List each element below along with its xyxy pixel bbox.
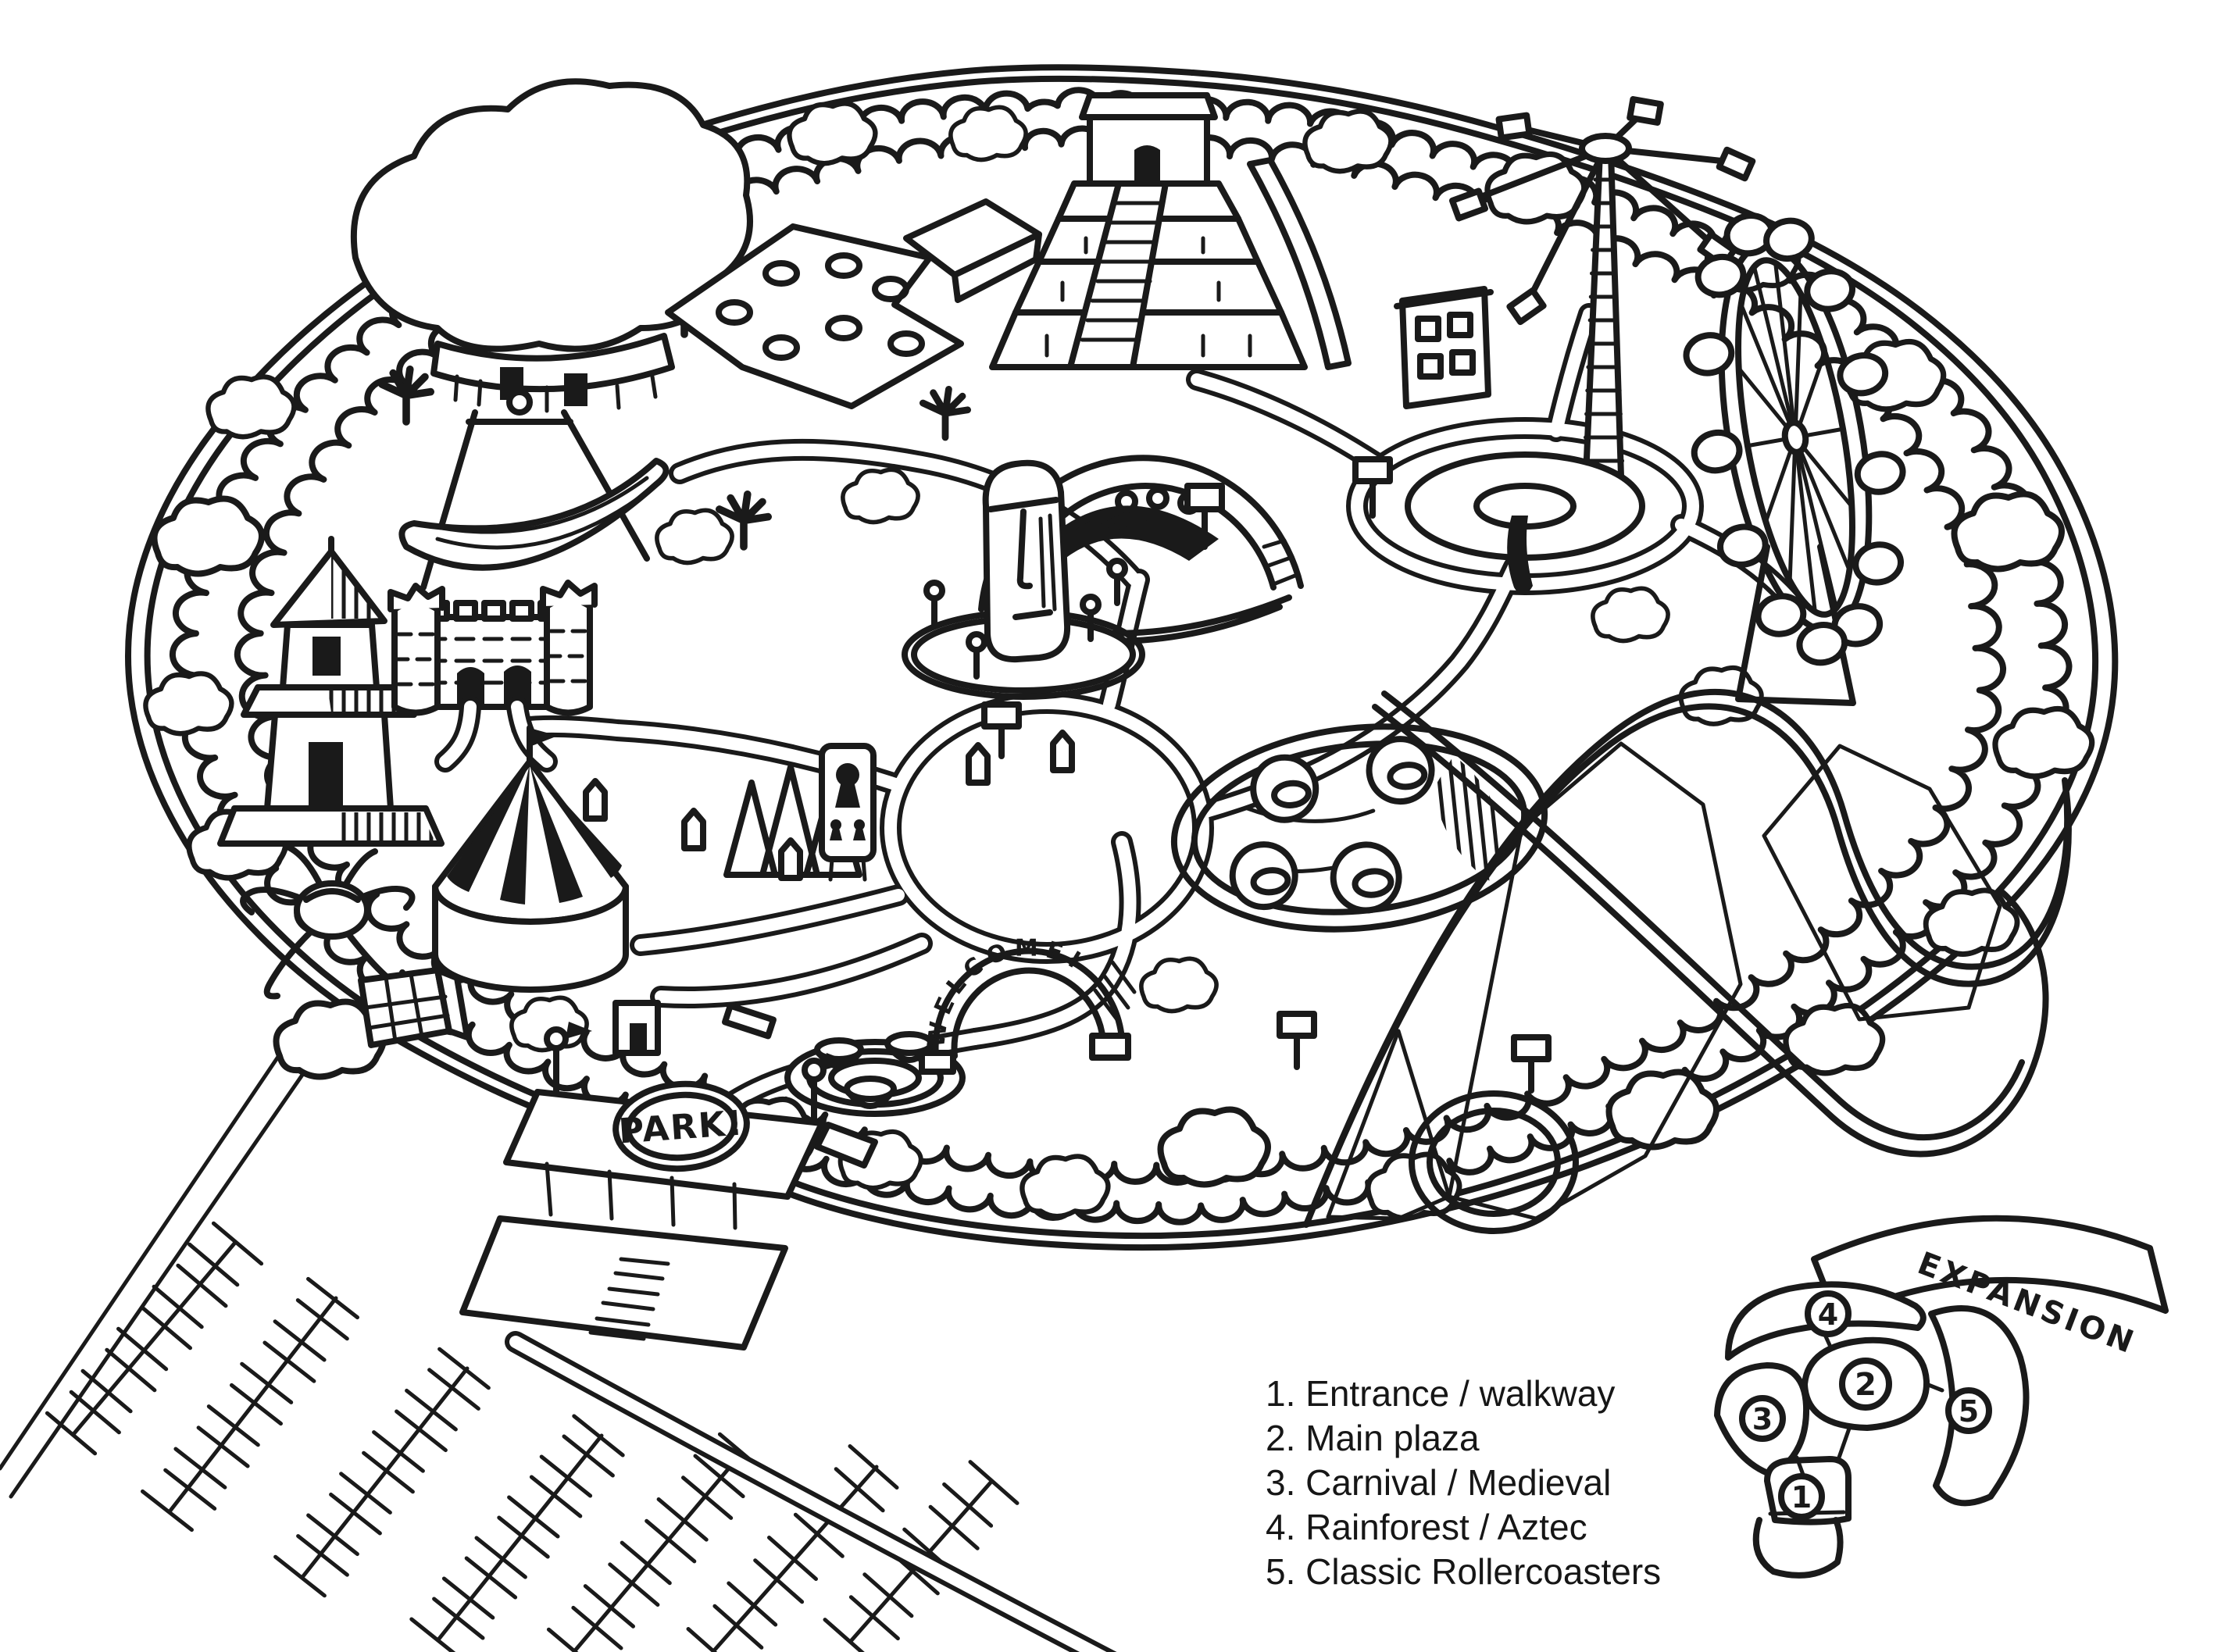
flag-lamppost — [544, 1022, 852, 1126]
castle — [387, 580, 598, 772]
inset-zone-2-number: 2 — [1855, 1367, 1877, 1403]
path-obelisks — [583, 730, 1075, 881]
fountain-plaza — [1405, 451, 1645, 595]
brick-plaza — [459, 1215, 788, 1351]
legend-item-4: 4. Rainforest / Aztec — [1266, 1507, 1587, 1547]
walkway-ties — [588, 1257, 670, 1341]
info-sign — [819, 743, 877, 882]
direction-signs — [981, 456, 1552, 1094]
ferris-wheel — [1683, 212, 1906, 706]
legend: 1. Entrance / walkway 2. Main plaza 3. C… — [1266, 1373, 1661, 1592]
inset-overview-map: EXPANSION 4 2 3 5 1 — [1714, 1215, 2169, 1579]
guest-house — [1394, 286, 1494, 409]
legend-item-1: 1. Entrance / walkway — [1266, 1373, 1615, 1414]
aztec-pyramid — [989, 92, 1352, 370]
legend-item-2: 2. Main plaza — [1266, 1418, 1480, 1458]
legend-item-5: 5. Classic Rollercoasters — [1266, 1551, 1661, 1592]
expansion-banner — [1811, 1215, 2169, 1322]
parking-lot — [0, 1047, 1116, 1652]
inset-zone-4-number: 4 — [1818, 1297, 1838, 1332]
moai-statue — [902, 459, 1145, 700]
ticket-booth — [612, 1000, 777, 1056]
waterfall — [1507, 516, 1533, 595]
access-road-edge — [9, 1065, 310, 1499]
inset-zone-1-number: 1 — [1791, 1480, 1812, 1515]
inset-zone-3-number: 3 — [1752, 1402, 1773, 1436]
park-sign-text: PARK! — [617, 1103, 745, 1151]
pirate-ship-ride — [398, 389, 670, 591]
entrance-building: PARK! — [459, 1022, 852, 1351]
food-pavilion — [665, 198, 1042, 409]
supply-crate — [358, 967, 470, 1048]
pagoda-tower — [217, 536, 445, 847]
access-road-edge — [0, 1047, 285, 1471]
inset-zone-5-number: 5 — [1959, 1394, 1979, 1429]
circus-tent — [432, 725, 629, 993]
wooden-rollercoaster — [1303, 688, 2072, 1234]
rapids-ride — [1170, 723, 1548, 933]
log-flume — [1247, 157, 1352, 370]
legend-item-3: 3. Carnival / Medieval — [1266, 1462, 1611, 1503]
tiki-torches — [923, 558, 1128, 680]
raft — [1229, 736, 1435, 914]
giant-treehouse — [350, 78, 753, 413]
